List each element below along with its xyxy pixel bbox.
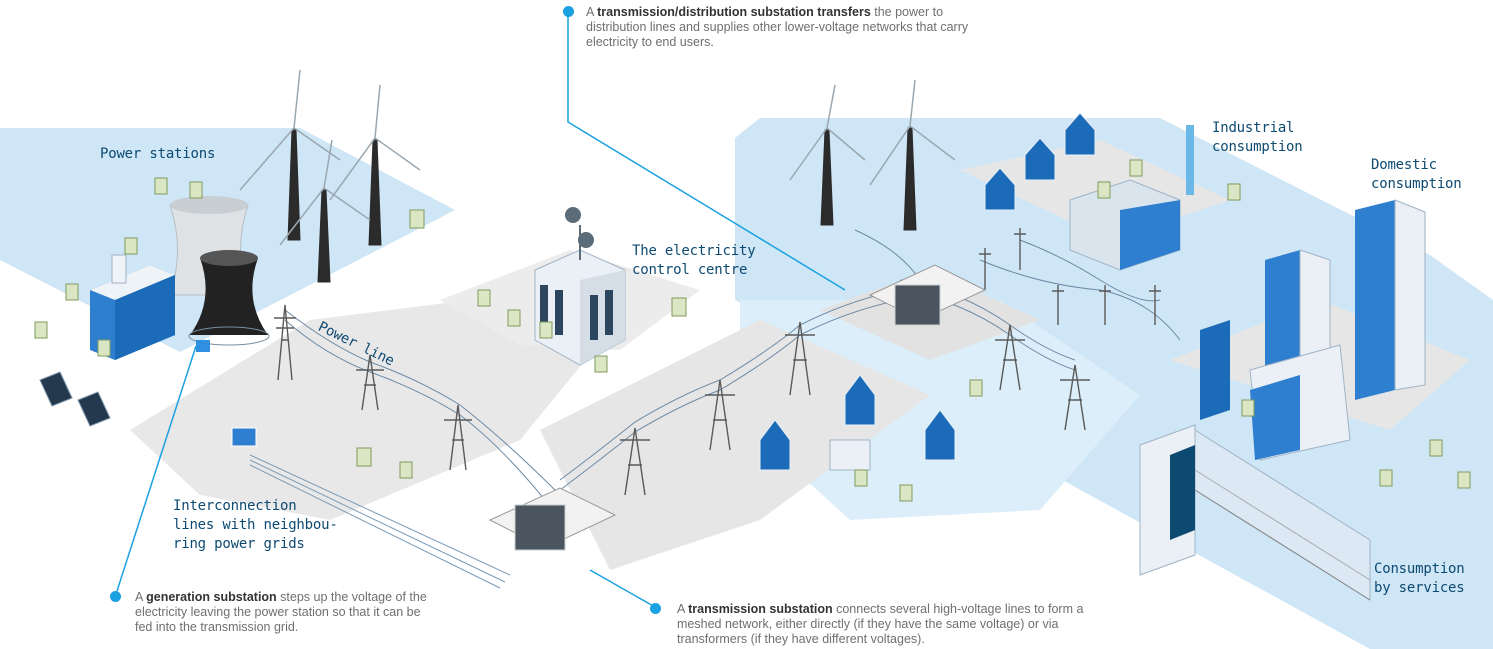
residential-houses [759,374,956,471]
city-buildings [1200,199,1426,461]
tower-1 [274,304,296,381]
leader-lines [116,12,846,608]
turbine-5 [869,79,956,231]
control-centre-building [534,207,626,366]
distribution-poles [979,228,1161,325]
cooling-tower-dark [190,258,268,335]
tower-3 [444,404,472,471]
turbine-3 [279,139,371,283]
railway-station [1139,424,1371,601]
generation-substation [196,340,257,447]
tower-8 [1060,364,1090,431]
label-interconnection-line1: Interconnection [173,498,297,514]
industrial-buildings [1069,125,1194,271]
note-td-line2: distribution lines and supplies other lo… [586,20,969,34]
tower-6 [785,321,815,396]
label-interconnection-line2: lines with neighbou- [173,517,338,533]
note-trans-line3: transformers (if they have different vol… [677,632,925,646]
tower-5 [705,379,735,451]
note-generation-substation: A generation substation steps up the vol… [135,590,495,635]
label-control-centre-line2: control centre [632,262,748,278]
note-td-line3: electricity to end users. [586,35,714,49]
label-services-line1: Consumption [1374,561,1465,577]
houses-top [984,112,1096,211]
transmission-towers [274,304,1090,496]
label-power-stations: Power stations [100,146,216,162]
label-interconnection: Interconnection lines with neighbou- rin… [173,497,338,554]
generation-substation-marker [110,591,121,602]
tower-4 [620,427,650,496]
label-services-line2: by services [1374,580,1465,596]
td-substation-marker [563,6,574,17]
note-td-line1: A transmission/distribution substation t… [586,5,944,19]
note-gen-line2: electricity leaving the power station so… [135,605,421,619]
label-services: Consumption by services [1374,560,1465,598]
tower-2 [356,354,384,411]
cooling-towers [169,196,270,346]
label-domestic: Domestic consumption [1371,156,1462,194]
note-transmission-substation: A transmission substation connects sever… [677,602,1167,647]
transmission-substation [488,487,617,551]
interconnection-lines [249,454,511,589]
label-control-centre: The electricity control centre [632,242,756,280]
label-interconnection-line3: ring power grids [173,536,305,552]
label-industrial-line2: consumption [1212,139,1303,155]
td-substation [868,264,987,326]
turbine-4 [789,84,866,226]
label-industrial-line1: Industrial [1212,120,1295,136]
label-control-centre-line1: The electricity [632,243,756,259]
solar-panels [39,371,111,427]
power-line-cables [284,229,1181,501]
label-domestic-line2: consumption [1371,176,1462,192]
wind-turbines [239,69,956,283]
label-industrial: Industrial consumption [1212,119,1303,157]
note-gen-line1: A generation substation steps up the vol… [135,590,427,604]
note-trans-line2: meshed network, either directly (if they… [677,617,1059,631]
turbine-1 [239,69,341,241]
note-trans-line1: A transmission substation connects sever… [677,602,1084,616]
transmission-substation-marker [650,603,661,614]
turbine-2 [329,84,421,246]
power-station-building [90,254,175,360]
note-td-substation: A transmission/distribution substation t… [586,5,1066,50]
label-domestic-line1: Domestic [1371,157,1437,173]
trees [34,159,1471,502]
note-gen-line3: fed into the transmission grid. [135,620,299,634]
ground-center [540,320,930,570]
tower-7 [995,324,1025,391]
